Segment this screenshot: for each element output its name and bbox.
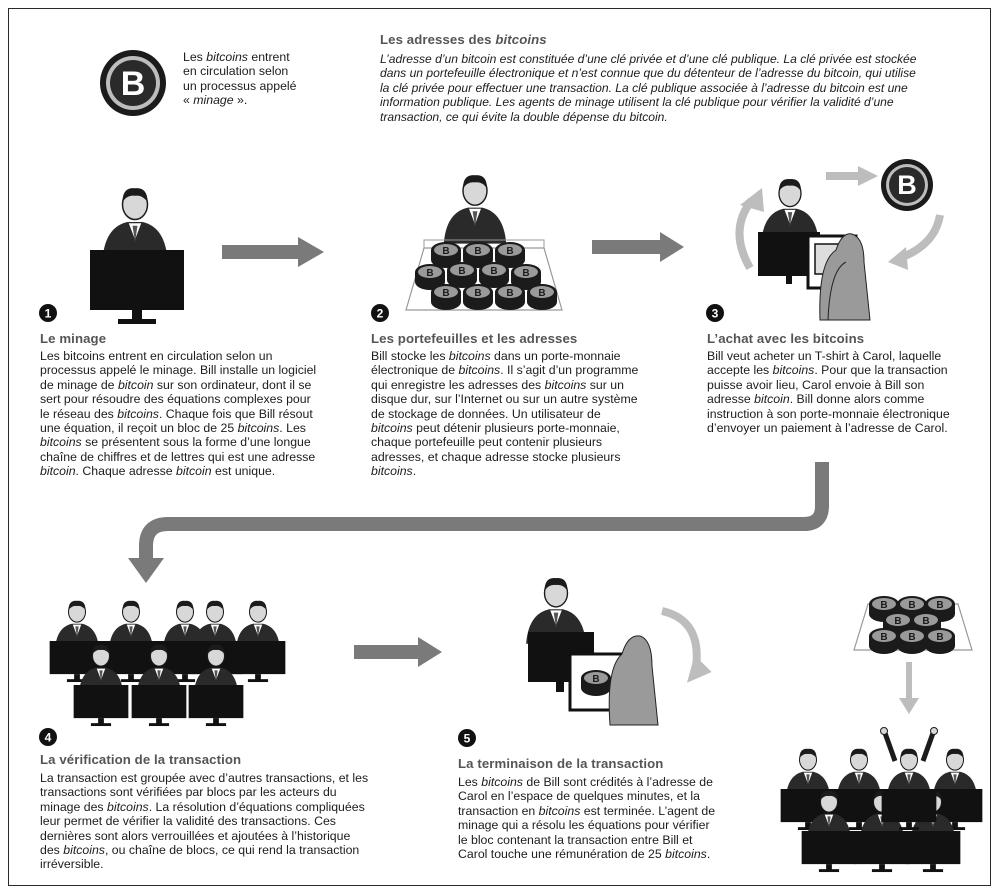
step2-title: Les portefeuilles et les adresses [371,331,578,346]
step4-text: La transaction est groupée avec d’autres… [40,771,460,872]
step-text-line: chaîne de chiffres et de lettres qui est… [40,449,316,464]
step3-text: Bill veut acheter un T-shirt à Carol, la… [707,349,987,435]
step2-text: Bill stocke les bitcoins dans un porte-m… [371,349,691,479]
step-text-line: bitcoins peut détenir plusieurs porte-mo… [371,421,620,436]
step-text-line: le réseau des bitcoins. Chaque fois que … [40,406,313,421]
step-text-line: chaque portefeuille peut contenir plusie… [371,435,603,450]
step1-title: Le minage [40,331,107,346]
intro-text: Les bitcoins entrent en circulation selo… [183,50,297,108]
step-text-line: électronique de bitcoins. Il s’agit d’un… [371,363,639,378]
step-text-line: transaction en bitcoins est terminée. L’… [458,803,716,818]
step4-title: La vérification de la transaction [40,752,242,767]
step-text-line: disque dur, sur l’Internet ou sur un aut… [371,392,638,407]
step-text-line: adresses, et chaque adresse stocke plusi… [371,449,621,464]
step-text-line: processus appelé le minage. Bill install… [40,363,317,378]
addresses-line: information publique. Les agents de mina… [380,95,894,110]
step-text-line: adresse bitcoin. Bill donne alors comme [707,392,925,407]
step-text-line: d’envoyer un paiement à l’adresse de Car… [707,421,948,436]
step3-title: L’achat avec les bitcoins [707,331,865,346]
addresses-line: la clé privée pour effectuer une transac… [380,80,908,95]
step-text-line: dernières sont alors verrouillées et ajo… [40,828,351,843]
step-text-line: sert pour résoudre des équations complex… [40,392,311,407]
step-text-line: une équation, il reçoit un bloc de 25 bi… [40,421,306,436]
step-text-line: de stockage de données. Un utilisateur d… [371,406,601,421]
step-text-line: bitcoins se présentent sous la forme d’u… [40,435,311,450]
step-text-line: bitcoin. Chaque adresse bitcoin est uniq… [40,464,276,479]
step-text-line: Bill stocke les bitcoins dans un porte-m… [371,349,621,363]
step5-title: La terminaison de la transaction [458,756,664,771]
step-text-line: instruction à son porte-monnaie électron… [707,406,950,421]
addresses-title: Les adresses des bitcoins [380,32,547,47]
addresses-line: L’adresse d’un bitcoin est constituée d’… [380,52,917,66]
step5-text: Les bitcoins de Bill sont crédités à l’a… [458,775,758,861]
step1-text: Les bitcoins entrent en circulation selo… [40,349,360,479]
step-text-line: le bloc contenant la transaction entre B… [458,832,693,847]
step-text-line: Les bitcoins entrent en circulation selo… [40,349,273,363]
step-text-line: leur permet de vérifier la validité des … [40,814,336,829]
step-text-line: puisse avoir lieu, Carol envoie à Bill s… [707,377,925,392]
addresses-line: dans un portefeuille électronique et n’e… [380,66,916,81]
step-text-line: minage qui a résolu les équations pour v… [458,818,710,833]
step-text-line: Les bitcoins de Bill sont crédités à l’a… [458,775,713,789]
step-text-line: Bill veut acheter un T-shirt à Carol, la… [707,349,942,363]
step-text-line: qui enregistre les adresses des bitcoins… [371,377,624,392]
step-text-line: irréversible. [40,857,104,872]
step-text-line: de minage de bitcoin sur son ordinateur,… [40,377,312,392]
step-text-line: accepte les bitcoins. Pour que la transa… [707,363,948,378]
step-text-line: La transaction est groupée avec d’autres… [40,771,369,785]
infographic-frame [8,8,991,886]
addresses-text: L’adresse d’un bitcoin est constituée d’… [380,52,980,124]
step-text-line: Carol en l’espace de quelques minutes, e… [458,789,700,804]
step-text-line: des bitcoins, ou chaîne de blocs, ce qui… [40,843,360,858]
step-text-line: minage des bitcoins. La résolution d’équ… [40,799,365,814]
addresses-line: transaction, ce qui évite la double dépe… [380,109,668,124]
step-text-line: transactions sont vérifiées par blocs pa… [40,785,337,800]
step-text-line: bitcoins. [371,464,417,479]
step-text-line: Carol touche une rémunération de 25 bitc… [458,847,711,862]
